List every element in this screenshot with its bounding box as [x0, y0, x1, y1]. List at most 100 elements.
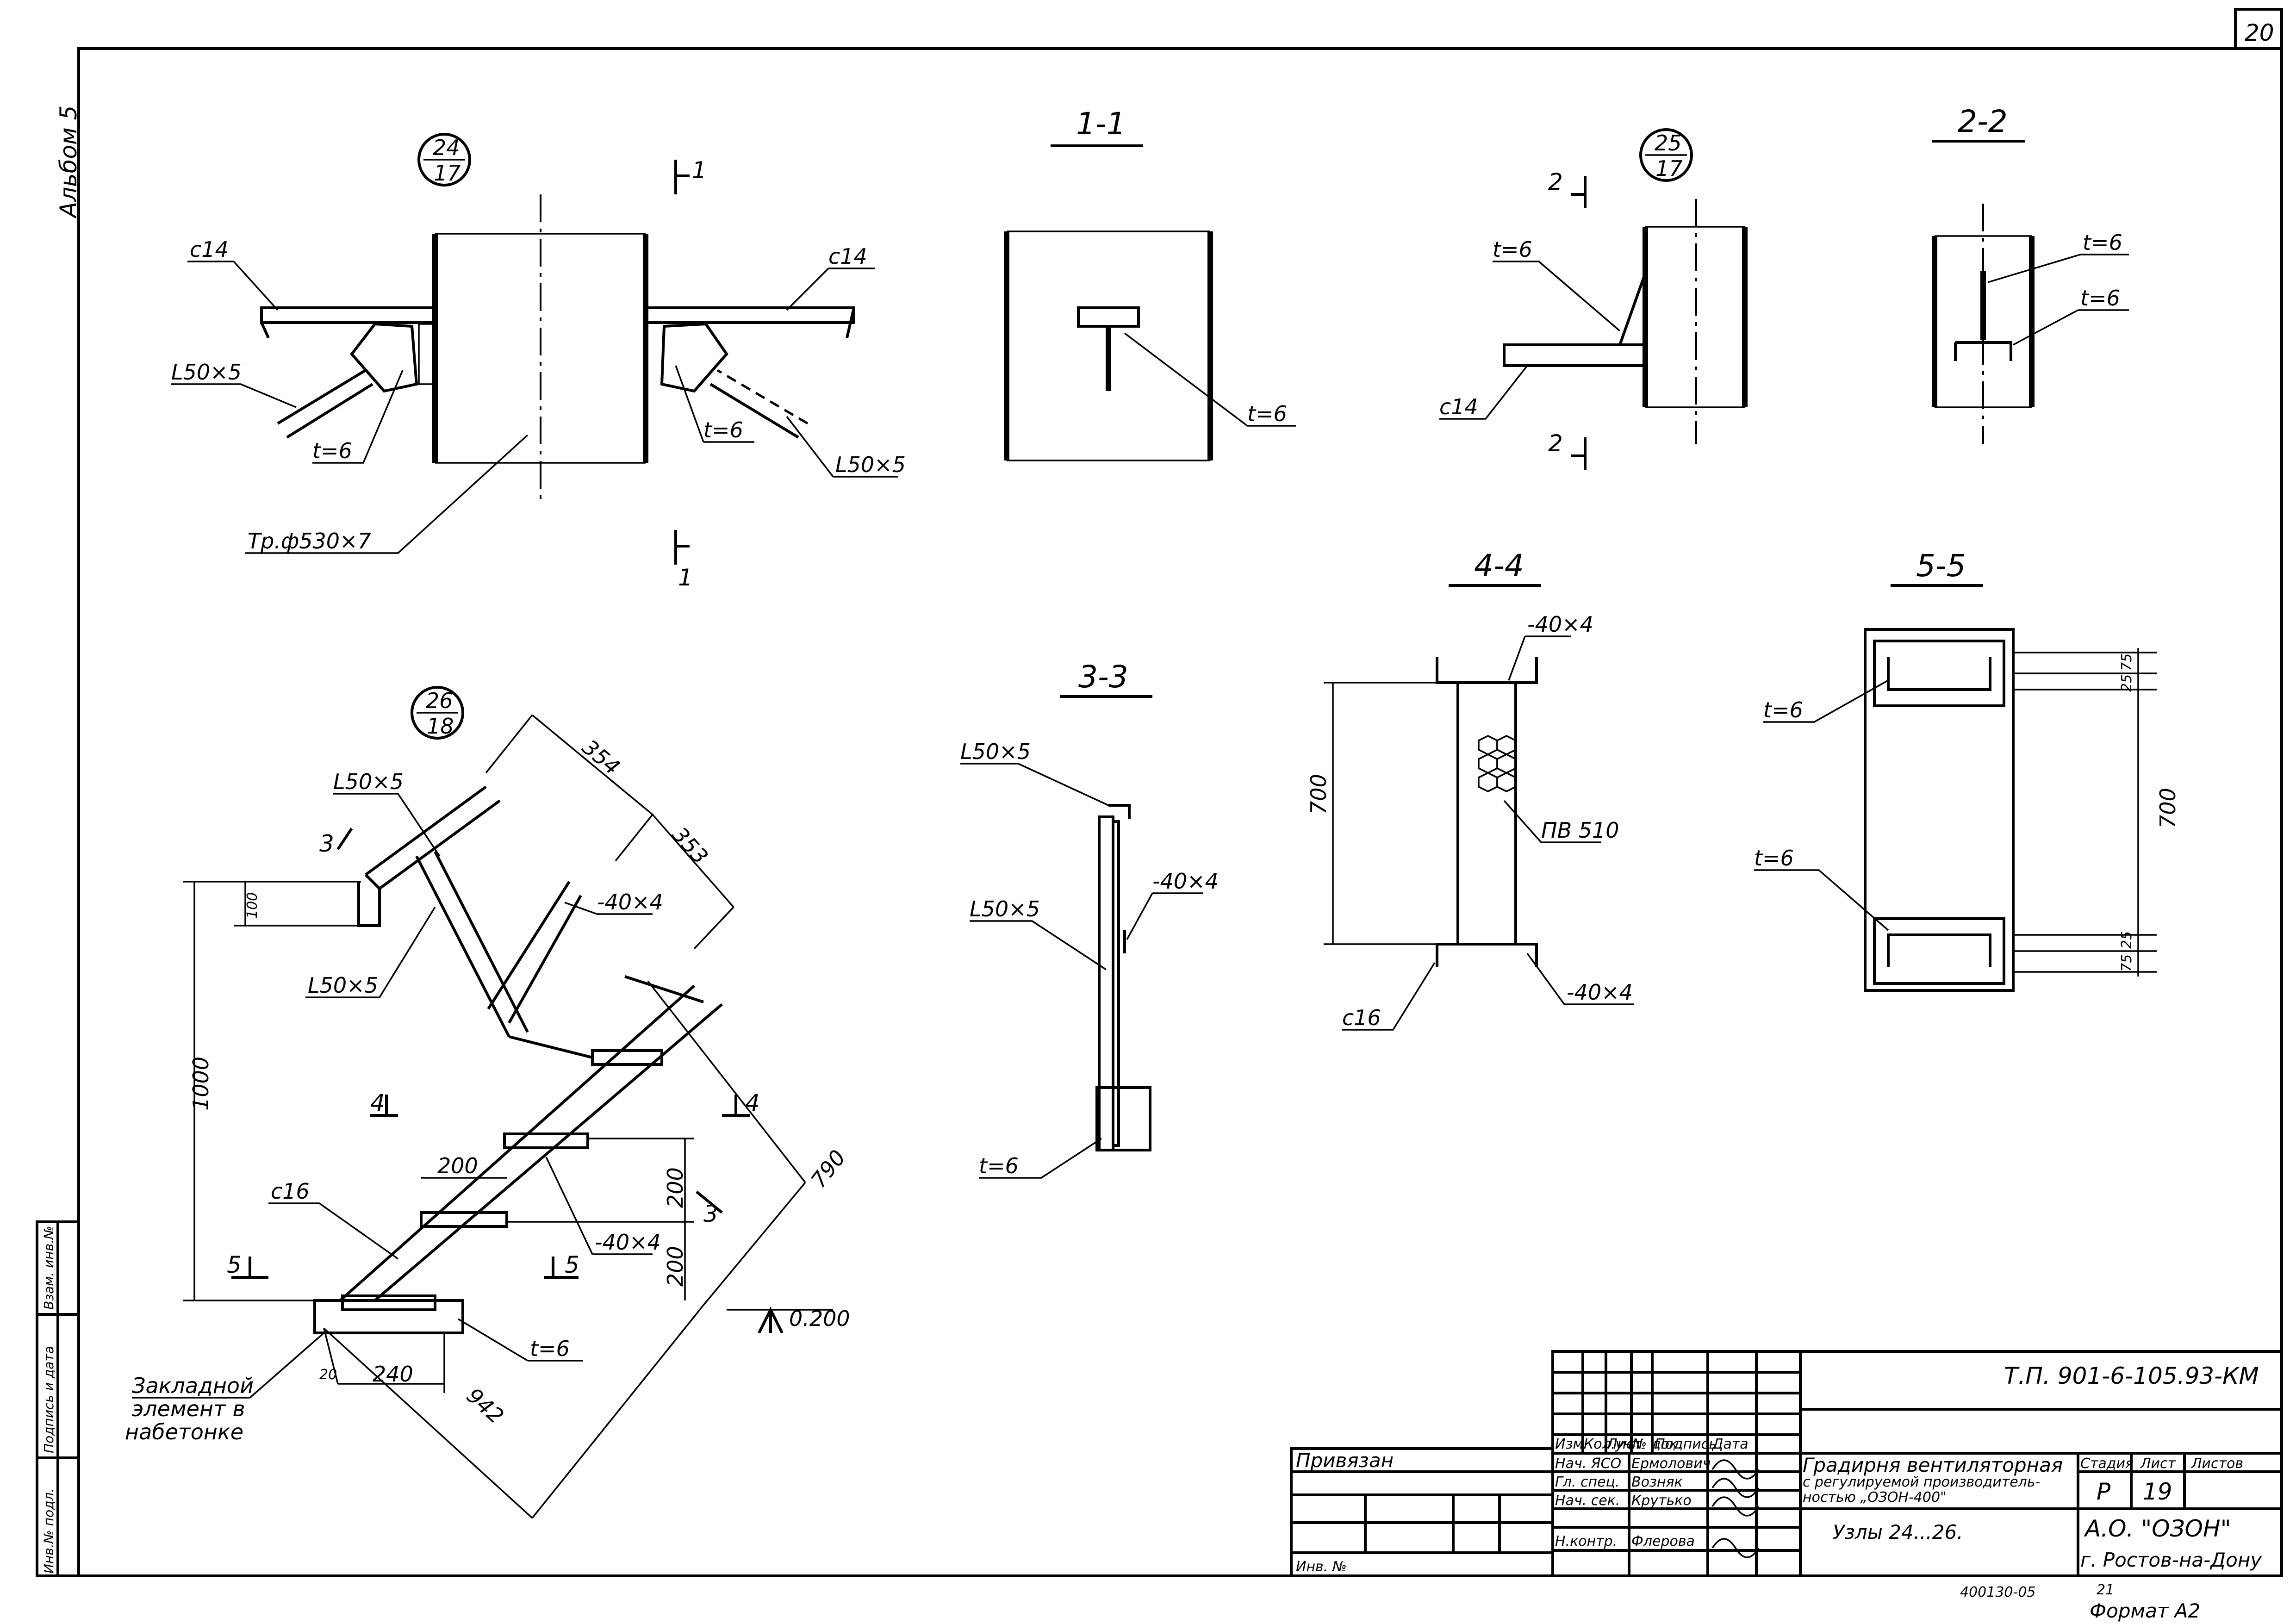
node-26-dim-354: 354	[578, 734, 625, 780]
node-25-number: 25	[1655, 131, 1682, 156]
role-3: Н.контр.	[1555, 1533, 1617, 1549]
org-name: А.О. "ОЗОН"	[2084, 1515, 2231, 1542]
section-5-5-dim-25a: 25	[2119, 674, 2135, 692]
side-stamp-sign: Подпись и дата	[41, 1346, 56, 1453]
rev-header-2: Лист	[1606, 1436, 1643, 1452]
node-24-c14-left: с14	[190, 237, 229, 262]
name-1: Возняк	[1631, 1474, 1683, 1490]
rev-header-4: Подпись	[1655, 1436, 1717, 1452]
section-4-4-dim-700: 700	[1306, 774, 1331, 815]
name-3: Флерова	[1631, 1533, 1695, 1549]
section-5-5-t2: t=6	[1754, 846, 1794, 871]
node-24-cut-bottom: 1	[678, 564, 693, 591]
node-24-angle-left: L50×5	[171, 360, 242, 385]
section-5-5-t1: t=6	[1763, 697, 1803, 722]
project-name-1: Градирня вентиляторная	[1803, 1454, 2063, 1476]
node-26-embedded-3: набетонке	[125, 1419, 243, 1444]
node-25-marker	[1639, 128, 1693, 182]
section-3-3-title: 3-3	[1078, 659, 1128, 695]
stage-header: Стадия	[2080, 1456, 2134, 1472]
signature-2	[1711, 1496, 1760, 1517]
stage-value: Р	[2097, 1478, 2111, 1505]
node-26-dim-240: 240	[373, 1362, 413, 1387]
node-26-dim-353: 353	[667, 822, 713, 869]
node-26-plate-top: -40×4	[597, 890, 663, 915]
section-4-4-grating: ПВ 510	[1541, 818, 1619, 843]
section-5-5-view: 5-5 700 75 25 25 75 t=6 t=6	[1754, 548, 2180, 992]
section-2-2-title: 2-2	[1958, 104, 2008, 139]
project-name-2: с регулируемой производитель-	[1803, 1474, 2040, 1490]
section-5-5-title: 5-5	[1916, 548, 1966, 584]
name-2: Крутько	[1631, 1493, 1692, 1509]
node-26-dim-1000: 1000	[188, 1057, 213, 1111]
archive-code-suffix: 21	[2097, 1582, 2114, 1598]
title-block: Привязан Инв. № Изм. Кол.уч. Лист № док.…	[1290, 1350, 2283, 1577]
section-5-5-dim-700: 700	[2155, 788, 2180, 828]
node-24-sheet: 17	[434, 161, 461, 186]
node-25-sheet: 17	[1655, 156, 1683, 181]
sheet-header: Лист	[2140, 1456, 2177, 1472]
sheet-no: 19	[2143, 1478, 2172, 1505]
section-3-3-angle-mid: L50×5	[970, 896, 1040, 921]
node-26-dim-200-horiz: 200	[437, 1153, 478, 1178]
rev-header-5: Дата	[1711, 1436, 1748, 1452]
node-25-view: 25 17 2 2 t=6 с14	[1439, 128, 1748, 470]
node-24-c14-right: с14	[828, 244, 867, 269]
node-26-t: t=6	[530, 1336, 570, 1361]
side-stamp-inv: Инв.№ подл.	[41, 1488, 56, 1574]
section-4-4-view: 4-4 700 -40×4 ПВ 510 -40×4 с16	[1306, 548, 1634, 1031]
section-3-3-plate: -40×4	[1152, 869, 1219, 894]
name-0: Ермолович	[1631, 1456, 1711, 1472]
node-26-embedded-2: элемент в	[132, 1396, 245, 1421]
sheet-title: Узлы 24...26.	[1833, 1521, 1963, 1543]
node-26-dim-942: 942	[462, 1383, 509, 1429]
inv-label: Инв. №	[1296, 1559, 1347, 1575]
tied-label: Привязан	[1296, 1449, 1394, 1472]
section-4-4-plate-top: -40×4	[1527, 612, 1593, 637]
role-2: Нач. сек.	[1555, 1493, 1620, 1509]
section-1-1-title: 1-1	[1076, 106, 1126, 142]
outer-frame	[77, 47, 2283, 1577]
node-26-sheet: 18	[427, 714, 454, 739]
node-26-dim-200-vert-b: 200	[663, 1246, 688, 1287]
node-26-number: 26	[426, 688, 453, 713]
section-2-2-t1: t=6	[2083, 230, 2122, 255]
node-26-channel: с16	[271, 1179, 310, 1204]
role-1: Гл. спец.	[1555, 1474, 1619, 1490]
section-3-3-view: 3-3 L50×5 L50×5 -40×4 t=6	[960, 659, 1219, 1179]
node-24-t-left: t=6	[312, 438, 352, 463]
signature-3	[1711, 1538, 1760, 1558]
node-26-elevation: 0.200	[789, 1306, 850, 1331]
section-1-1-t: t=6	[1247, 401, 1287, 426]
node-24-view: 24 17 1 1 с14 с14 L50×5	[171, 133, 906, 591]
album-label: Альбом 5	[55, 106, 82, 219]
section-4-4-channel: с16	[1342, 1005, 1381, 1030]
node-24-number: 24	[433, 135, 460, 160]
rev-header-1: Кол.уч.	[1584, 1436, 1636, 1452]
node-26-plate-bottom: -40×4	[595, 1230, 661, 1255]
section-3-3-t: t=6	[979, 1153, 1019, 1178]
node-26-angle-top: L50×5	[333, 769, 404, 794]
section-5-5-dim-75a: 75	[2119, 653, 2135, 671]
page-number-box	[2234, 8, 2283, 50]
section-4-4-title: 4-4	[1474, 548, 1524, 584]
node-26-dim-790: 790	[806, 1145, 851, 1192]
signature-0	[1711, 1459, 1760, 1480]
role-0: Нач. ЯСО	[1555, 1456, 1621, 1472]
doc-code: Т.П. 901-6-105.93-КМ	[2004, 1363, 2259, 1389]
node-25-cut-top: 2	[1548, 168, 1563, 195]
section-2-2-t2: t=6	[2080, 286, 2120, 311]
node-26-view: 26 18 354 353 790 942	[125, 686, 851, 1519]
node-26-dim-20: 20	[319, 1367, 337, 1383]
node-26-cut-5-left: 5	[227, 1251, 242, 1278]
node-26-cut-4-right: 4	[745, 1089, 760, 1116]
rev-header-3: № док.	[1631, 1436, 1682, 1452]
org-city: г. Ростов-на-Дону	[2080, 1549, 2262, 1571]
rev-header-0: Изм.	[1555, 1436, 1588, 1452]
node-26-cut-4-left: 4	[370, 1089, 385, 1116]
section-4-4-plate-bottom: -40×4	[1567, 980, 1633, 1005]
side-stamp-replace: Взам. инв.№	[41, 1226, 56, 1310]
node-26-angle-mid: L50×5	[308, 973, 378, 998]
node-26-cut-3: 3	[319, 830, 334, 857]
